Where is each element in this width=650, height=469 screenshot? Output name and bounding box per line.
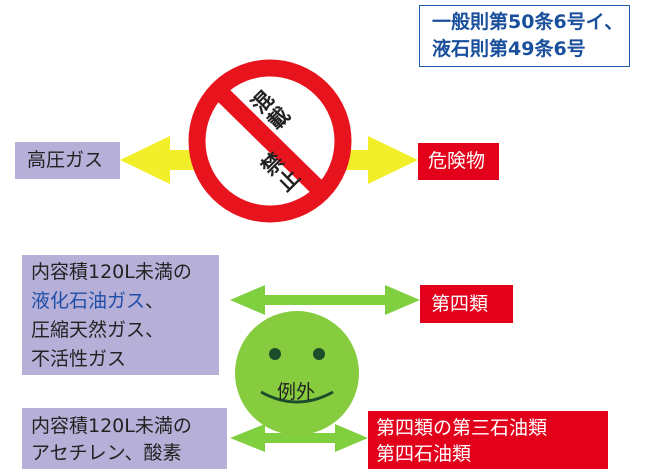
class-4-petroleum-line-2: 第四石油類	[376, 443, 472, 465]
hazardous-material-box: 危険物	[418, 143, 499, 180]
prohibition-sign	[188, 59, 352, 223]
exception-1-gas-box: 内容積120L未満の 液化石油ガス、 圧縮天然ガス、 不活性ガス	[22, 255, 219, 375]
green-double-arrow-2	[230, 424, 368, 452]
exception-label: 例外	[277, 381, 316, 403]
exception-2-gas-box: 内容積120L未満の アセチレン、酸素	[22, 408, 227, 469]
exception-2-line-2: アセチレン、酸素	[31, 442, 182, 464]
exception-1-line-2: 液化石油ガス、	[31, 287, 219, 316]
class-4-petroleum-line-1: 第四類の第三石油類	[376, 417, 548, 439]
green-double-arrow-1	[230, 285, 420, 315]
high-pressure-gas-box: 高圧ガス	[15, 142, 120, 179]
exception-1-line-4: 不活性ガス	[31, 348, 127, 370]
exception-1-line-1: 内容積120L未満の	[31, 261, 192, 283]
reference-line-1: 一般則第50条6号イ、	[432, 11, 624, 33]
regulation-reference: 一般則第50条6号イ、 液石則第49条6号	[419, 5, 630, 67]
lpg-suffix: 、	[145, 290, 165, 312]
lpg-label: 液化石油ガス	[31, 290, 146, 312]
smiley-face	[235, 311, 359, 435]
reference-line-2: 液石則第49条6号	[432, 38, 586, 60]
class-4-box: 第四類	[420, 285, 513, 323]
exception-2-line-1: 内容積120L未満の	[31, 415, 192, 437]
class-4-petroleum-box: 第四類の第三石油類 第四石油類	[368, 411, 608, 469]
exception-1-line-3: 圧縮天然ガス、	[31, 319, 165, 341]
